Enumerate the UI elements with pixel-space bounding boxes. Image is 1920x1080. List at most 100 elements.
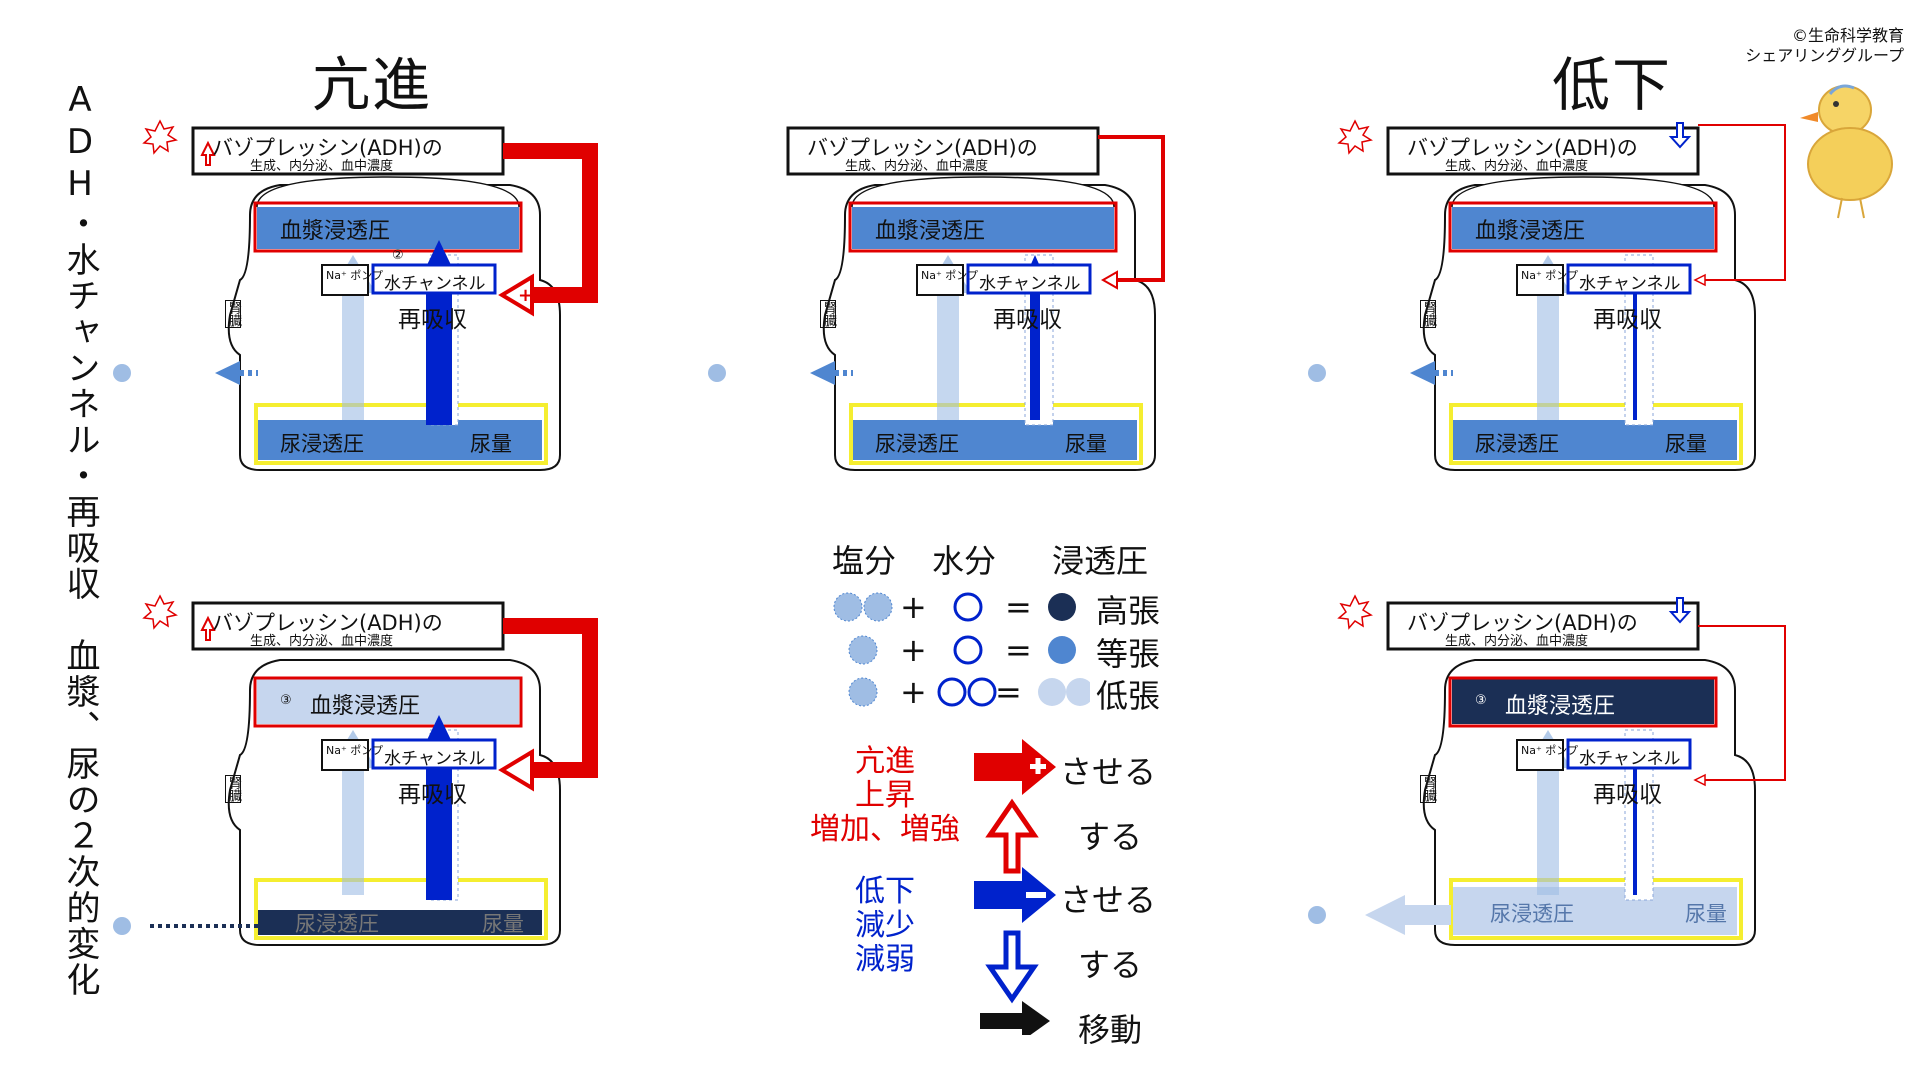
plasma-label: 血漿浸透圧	[310, 694, 421, 719]
adh-label: バゾプレッシン(ADH)の	[1407, 136, 1638, 160]
blue-suppress-arrow-icon	[974, 867, 1056, 923]
step3-label: ③	[1475, 693, 1487, 708]
legend-header-water: 水分	[932, 542, 997, 580]
adh-sublabel: 生成、内分泌、血中濃度	[250, 159, 394, 174]
red-promote-arrow-icon	[974, 739, 1056, 795]
legend-saseru-blue: させる	[1060, 881, 1157, 919]
legend-suru-blue: する	[1078, 946, 1143, 984]
urine-osmolality-label: 尿浸透圧	[1475, 432, 1559, 456]
na-pump-label: Na⁺ ポンプ	[1521, 744, 1578, 757]
legend-blue-word: 減弱	[855, 942, 915, 977]
reabsorption-label: 再吸収	[398, 782, 467, 808]
legend-suru-red: する	[1078, 818, 1143, 856]
legend-equals-3: =	[995, 673, 1022, 711]
step3-label: ③	[280, 693, 292, 708]
feedback-arrow	[503, 143, 598, 303]
copyright-line2: シェアリンググループ	[1745, 46, 1904, 65]
adh-label: バゾプレッシン(ADH)の	[1407, 611, 1638, 635]
down-arrow-icon	[1668, 122, 1692, 149]
panel-hypo-top: バゾプレッシン(ADH)の 生成、内分泌、血中濃度 血漿浸透圧 Na⁺ ポンプ …	[1308, 115, 1845, 495]
panel-diagram: +	[113, 119, 598, 471]
panel-hypo-bottom: バゾプレッシン(ADH)の 生成、内分泌、血中濃度 血漿浸透圧 ③ Na⁺ ポン…	[1308, 590, 1845, 970]
step1-star-icon	[142, 119, 178, 155]
plasma-box	[253, 201, 523, 253]
na-pump-label: Na⁺ ポンプ	[326, 744, 383, 757]
reabsorption-label: 再吸収	[1593, 782, 1662, 808]
urine-osmolality-label: 尿浸透圧	[875, 432, 959, 456]
na-pump-label: Na⁺ ポンプ	[921, 269, 978, 282]
water-channel-label: 水チャンネル	[384, 749, 486, 769]
legend-symbols	[833, 592, 1090, 707]
legend-label-hypertonic: 高張	[1096, 592, 1161, 630]
adh-sublabel: 生成、内分泌、血中濃度	[250, 634, 394, 649]
legend-label-isotonic: 等張	[1096, 635, 1161, 673]
legend-plus-1: +	[900, 588, 927, 626]
copyright: ©生命科学教育 シェアリンググループ	[1745, 26, 1904, 66]
water-channel-label: 水チャンネル	[384, 274, 486, 294]
urine-volume-label: 尿量	[1665, 432, 1707, 456]
panel-hyper-top: + バゾプレッシン(ADH)の 生成、内分泌、血中濃度 血漿浸透圧 Na⁺ ポン…	[113, 115, 650, 495]
side-title: ADH・水チャンネル・再吸収 血漿、尿の２次的変化	[60, 80, 100, 998]
legend-red-word: 増加、増強	[810, 812, 960, 847]
urine-fill	[258, 420, 542, 460]
black-move-arrow-icon	[980, 1001, 1050, 1035]
legend-blue-word: 減少	[855, 908, 915, 943]
red-up-arrow-icon	[985, 798, 1039, 874]
plasma-label: 血漿浸透圧	[875, 219, 986, 244]
legend-saseru-red: させる	[1060, 753, 1157, 791]
adh-label: バゾプレッシン(ADH)の	[807, 136, 1038, 160]
water-channel-label: 水チャンネル	[979, 274, 1081, 294]
plasma-fill	[257, 207, 519, 249]
na-pump-label: Na⁺ ポンプ	[326, 269, 383, 282]
kidney-label: 腎臓	[225, 775, 241, 803]
urine-volume-label: 尿量	[482, 912, 524, 936]
adh-sublabel: 生成、内分泌、血中濃度	[1445, 634, 1589, 649]
reabsorption-label: 再吸収	[993, 307, 1062, 333]
urine-volume-label: 尿量	[1065, 432, 1107, 456]
legend-header-salt: 塩分	[832, 542, 897, 580]
water-channel-label: 水チャンネル	[1579, 274, 1681, 294]
legend-header-osmolality: 浸透圧	[1052, 542, 1149, 580]
up-arrow-icon	[200, 140, 216, 166]
legend-blue-words: 低下 減少 減弱	[805, 875, 965, 977]
panel-normal: バゾプレッシン(ADH)の 生成、内分泌、血中濃度 血漿浸透圧 Na⁺ ポンプ …	[708, 115, 1245, 495]
kidney-label: 腎臓	[1420, 775, 1436, 803]
water-channel-label: 水チャンネル	[1579, 749, 1681, 769]
plasma-label: 血漿浸透圧	[1505, 694, 1616, 719]
copyright-line1: ©生命科学教育	[1791, 26, 1904, 45]
svg-text:+: +	[518, 285, 533, 306]
legend-blue-word: 低下	[855, 874, 915, 909]
toilet-icon	[113, 364, 131, 382]
na-pump-label: Na⁺ ポンプ	[1521, 269, 1578, 282]
urine-osmolality-label: 尿浸透圧	[295, 912, 379, 936]
legend-red-word: 上昇	[855, 778, 915, 813]
legend-equals-2: =	[1005, 631, 1032, 669]
blue-down-arrow-icon	[985, 930, 1039, 1004]
reabsorption-label: 再吸収	[398, 307, 467, 333]
kidney-label: 腎臓	[225, 300, 241, 328]
legend-red-word: 亢進	[855, 744, 915, 779]
urine-volume-label: 尿量	[1685, 902, 1727, 926]
adh-label: バゾプレッシン(ADH)の	[212, 611, 443, 635]
adh-sublabel: 生成、内分泌、血中濃度	[845, 159, 989, 174]
kidney-label: 腎臓	[1420, 300, 1436, 328]
title-hyperfunction: 亢進	[312, 51, 433, 119]
kidney-label: 腎臓	[820, 300, 836, 328]
plasma-label: 血漿浸透圧	[1475, 219, 1586, 244]
reabsorption-label: 再吸収	[1593, 307, 1662, 333]
legend-arrows	[974, 739, 1056, 1035]
legend-label-hypotonic: 低張	[1096, 677, 1161, 715]
title-hypofunction: 低下	[1552, 51, 1673, 119]
urine-osmolality-label: 尿浸透圧	[1490, 902, 1574, 926]
step2-label: ②	[392, 248, 404, 263]
reabsorption-arrow	[426, 285, 452, 425]
legend-plus-2: +	[900, 631, 927, 669]
legend-move: 移動	[1078, 1011, 1143, 1049]
urine-box	[254, 403, 548, 465]
adh-box	[191, 126, 505, 176]
urine-osmolality-label: 尿浸透圧	[280, 432, 364, 456]
duck-mascot-illustration	[1800, 84, 1893, 219]
panel-hyper-bottom: バゾプレッシン(ADH)の 生成、内分泌、血中濃度 血漿浸透圧 ③ Na⁺ ポン…	[113, 590, 650, 970]
adh-label: バゾプレッシン(ADH)の	[212, 136, 443, 160]
plasma-label: 血漿浸透圧	[280, 219, 391, 244]
